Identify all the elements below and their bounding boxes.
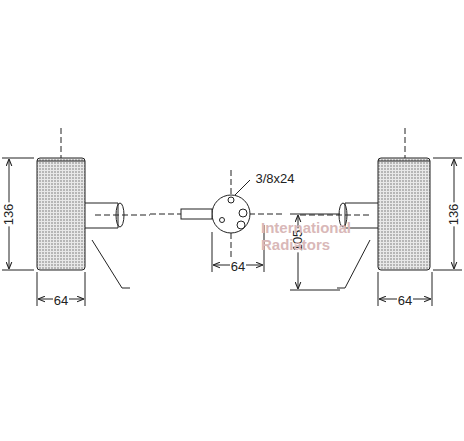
dimension-height: 136	[3, 202, 16, 226]
drier-side-right	[290, 128, 462, 306]
thread-size: 3/8x24	[254, 172, 295, 185]
dimension-width: 64	[53, 294, 69, 307]
dimension-width: 64	[397, 294, 413, 307]
drier-side-left	[2, 128, 150, 306]
watermark: International Radiators	[261, 219, 371, 254]
dimension-height: 136	[447, 202, 460, 226]
dimension-width: 64	[230, 260, 246, 273]
